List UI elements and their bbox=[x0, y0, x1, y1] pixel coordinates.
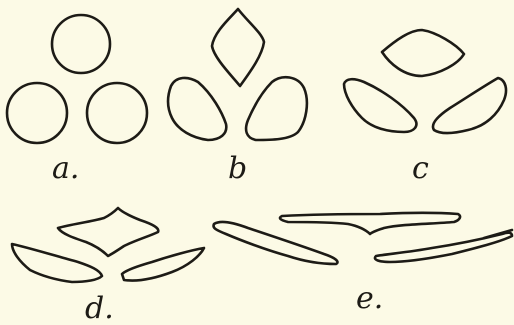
panel-b-top-diamond bbox=[212, 9, 264, 86]
panel-a-left-circle bbox=[7, 83, 67, 143]
panel-d: d. bbox=[12, 208, 204, 325]
panel-c-left-shape bbox=[344, 79, 416, 132]
panel-b: b bbox=[168, 9, 307, 186]
panel-e-top-bar bbox=[280, 213, 460, 234]
panel-d-left-wedge bbox=[12, 244, 102, 282]
panel-a-right-circle bbox=[87, 83, 147, 143]
panel-c: c bbox=[344, 30, 506, 186]
panel-e-label: e. bbox=[356, 281, 383, 316]
panel-a: a. bbox=[7, 15, 147, 186]
panel-c-right-shape bbox=[433, 78, 506, 133]
panel-e: e. bbox=[214, 213, 513, 316]
panel-b-left-shape bbox=[168, 78, 226, 140]
panel-a-top-circle bbox=[52, 15, 110, 73]
panel-b-label: b bbox=[228, 151, 247, 186]
panel-c-top-lens bbox=[382, 30, 464, 76]
panel-c-label: c bbox=[412, 151, 429, 186]
panel-d-right-wedge bbox=[122, 248, 204, 281]
panel-b-right-shape bbox=[246, 77, 307, 140]
panel-e-left-sliver bbox=[214, 222, 338, 264]
panel-d-label: d. bbox=[85, 291, 114, 325]
panel-a-label: a. bbox=[52, 151, 79, 186]
panel-d-top-lens bbox=[58, 208, 158, 256]
